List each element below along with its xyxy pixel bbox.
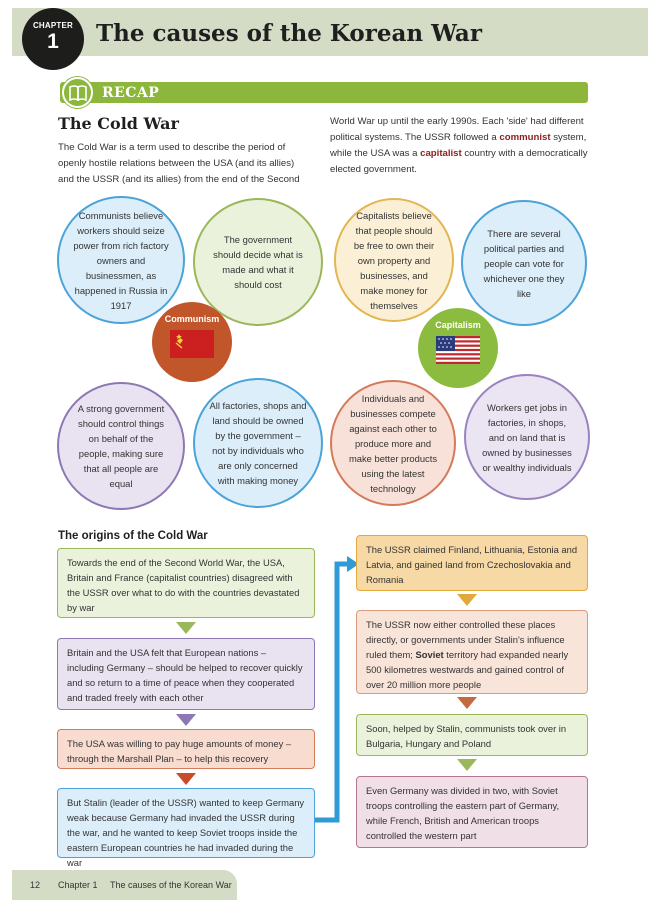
down-arrow-icon xyxy=(457,594,477,606)
footer-chapter: Chapter 1 xyxy=(58,880,98,890)
origins-step: But Stalin (leader of the USSR) wanted t… xyxy=(57,788,315,868)
down-arrow-icon xyxy=(457,697,477,709)
origins-heading: The origins of the Cold War xyxy=(58,530,208,542)
chapter-number: 1 xyxy=(47,30,59,53)
footer-title: The causes of the Korean War xyxy=(110,880,232,890)
capitalism-hub: Capitalism xyxy=(418,308,498,388)
capitalism-label: Capitalism xyxy=(435,320,481,330)
keyword-capitalist: capitalist xyxy=(420,148,462,159)
keyword-communist: communist xyxy=(499,132,551,143)
header-bar xyxy=(12,8,648,56)
origins-step: The USA was willing to pay huge amounts … xyxy=(57,729,315,769)
footer-bar: 12 Chapter 1 The causes of the Korean Wa… xyxy=(12,870,237,900)
soviet-flag-icon xyxy=(170,330,214,358)
communism-bubble: Communists believe workers should seize … xyxy=(57,196,185,324)
chapter-badge: CHAPTER 1 xyxy=(22,8,84,70)
origins-step: Towards the end of the Second World War,… xyxy=(57,548,315,618)
connector-arrow xyxy=(315,556,359,823)
section-heading: The Cold War xyxy=(58,114,179,133)
page-number: 12 xyxy=(30,880,41,890)
page-title: The causes of the Korean War xyxy=(96,20,482,47)
communism-bubble: A strong government should control thing… xyxy=(57,382,185,510)
down-arrow-icon xyxy=(176,622,196,634)
keyword-soviet: Soviet xyxy=(415,649,444,660)
capitalism-bubble: Workers get jobs in factories, in shops,… xyxy=(464,374,590,500)
communism-bubble: All factories, shops and land should be … xyxy=(193,378,323,508)
down-arrow-icon xyxy=(176,714,196,726)
origins-step: The USSR claimed Finland, Lithuania, Est… xyxy=(356,535,588,591)
origins-step: Even Germany was divided in two, with So… xyxy=(356,776,588,848)
recap-label: RECAP xyxy=(102,85,160,101)
communism-label: Communism xyxy=(164,314,220,324)
origins-step: Britain and the USA felt that European n… xyxy=(57,638,315,710)
us-flag-icon xyxy=(436,336,480,364)
intro-paragraph-left: The Cold War is a term used to describe … xyxy=(58,142,300,185)
down-arrow-icon xyxy=(176,773,196,785)
down-arrow-icon xyxy=(457,759,477,771)
intro-paragraph-right: World War up until the early 1990s. Each… xyxy=(330,116,588,175)
communism-bubble: The government should decide what is mad… xyxy=(193,198,323,326)
book-icon xyxy=(62,77,93,108)
origins-step: The USSR now either controlled these pla… xyxy=(356,610,588,694)
chapter-label: CHAPTER xyxy=(32,21,74,30)
recap-bar xyxy=(60,82,588,103)
capitalism-bubble: Capitalists believe that people should b… xyxy=(334,198,454,322)
capitalism-bubble: There are several political parties and … xyxy=(461,200,587,326)
communism-hub: Communism xyxy=(152,302,232,382)
origins-step: Soon, helped by Stalin, communists took … xyxy=(356,714,588,756)
capitalism-bubble: Individuals and businesses compete again… xyxy=(330,380,456,506)
